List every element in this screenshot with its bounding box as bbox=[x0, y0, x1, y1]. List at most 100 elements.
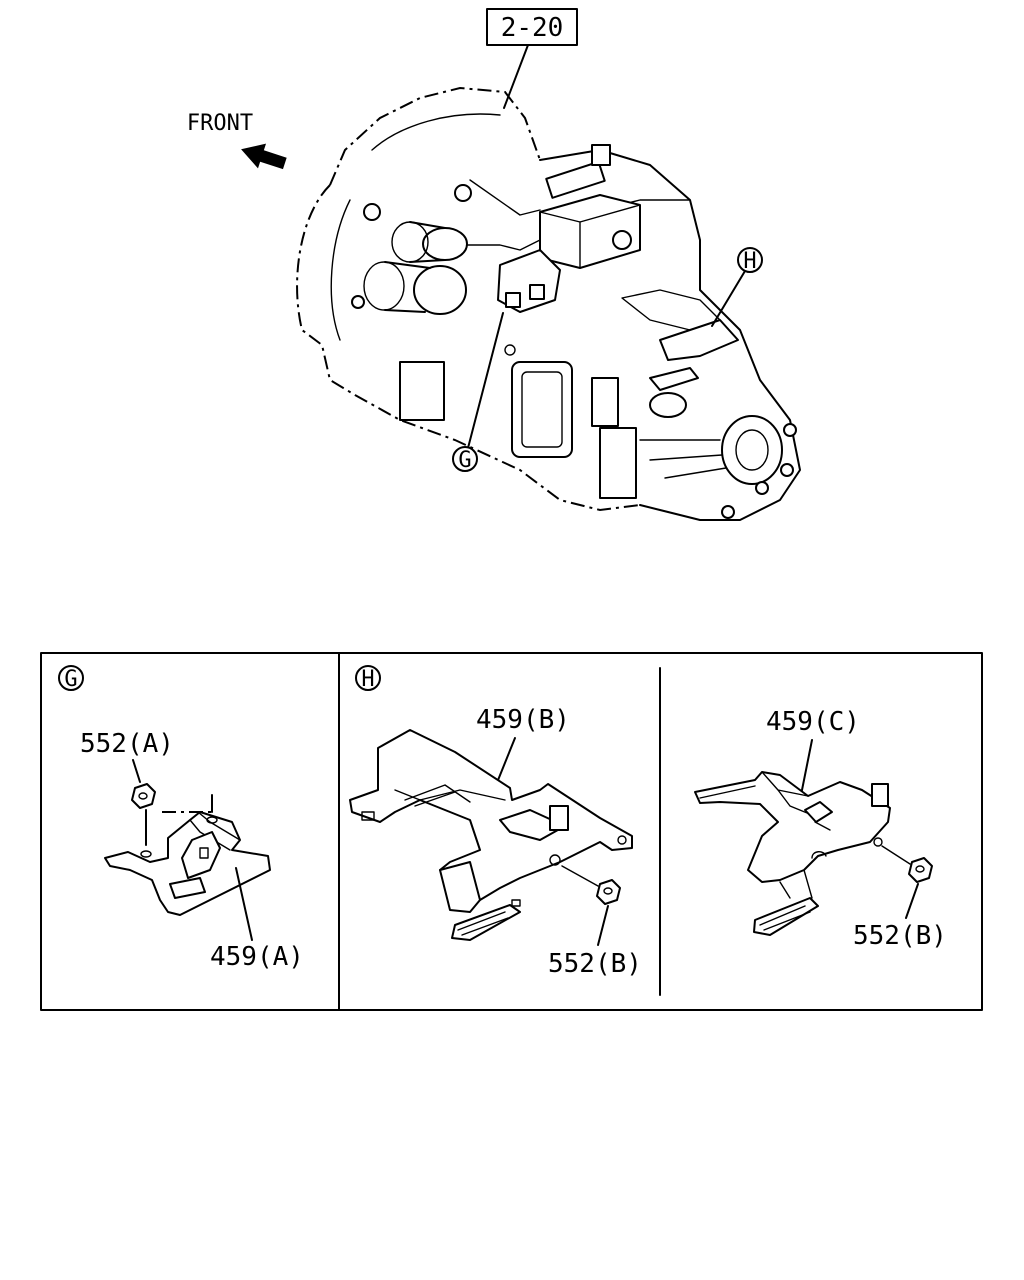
detail-h-circle-label: H bbox=[361, 667, 374, 692]
bell-inner-arc bbox=[371, 113, 501, 151]
bracket-459a-hole bbox=[140, 850, 152, 858]
detail-frame bbox=[40, 652, 983, 1011]
main-case-outline bbox=[539, 149, 801, 521]
nut-552b-right-hole bbox=[915, 865, 925, 873]
bracket-459a-label: 459(A) bbox=[210, 942, 304, 972]
output-flange-hub bbox=[735, 429, 769, 471]
side-block bbox=[399, 361, 445, 421]
rear-ribs bbox=[639, 439, 727, 479]
callout-g-leader bbox=[467, 312, 504, 449]
cylinder-top-end bbox=[422, 227, 468, 261]
nut-552b-right-leader bbox=[905, 883, 919, 919]
small-boss bbox=[504, 344, 516, 356]
connector-g2 bbox=[529, 284, 545, 300]
bracket-459b bbox=[349, 729, 633, 901]
flange-bolt-2 bbox=[780, 463, 794, 477]
bracket-459b-hole bbox=[617, 835, 627, 845]
callout-h-leader bbox=[711, 270, 746, 327]
cylinder-mid-base bbox=[363, 261, 405, 311]
bracket-459c-fold bbox=[761, 771, 813, 816]
front-arrow-icon bbox=[241, 143, 287, 170]
bracket-459a-leader bbox=[235, 867, 253, 941]
bracket-459c bbox=[694, 771, 891, 883]
bracket-459c-leader bbox=[799, 739, 813, 801]
bracket-459b-clip bbox=[549, 805, 569, 831]
flange-bolt-3 bbox=[755, 481, 769, 495]
ref-leader bbox=[503, 44, 529, 109]
bracket-459c-label: 459(C) bbox=[766, 707, 860, 737]
ref-box-label: 2-20 bbox=[501, 13, 564, 43]
bracket-459c-clip bbox=[871, 783, 889, 807]
side-cover bbox=[511, 361, 573, 458]
boss-lower-left bbox=[351, 295, 365, 309]
callout-h-circle bbox=[737, 247, 763, 273]
bracket-h-lower bbox=[649, 367, 699, 391]
bracket-459a-fold bbox=[189, 811, 241, 851]
bracket-459b-small-slot bbox=[511, 899, 521, 907]
bracket-459b-platform bbox=[499, 809, 566, 841]
side-cover-inner bbox=[521, 371, 563, 448]
cylinder-mid-end bbox=[413, 265, 467, 315]
bell-housing-outline bbox=[296, 184, 641, 512]
bracket-459c-arm bbox=[699, 785, 756, 799]
nut-552b-left-hole bbox=[603, 887, 613, 895]
nut-552b-left-leader bbox=[597, 905, 609, 946]
output-flange bbox=[721, 415, 783, 485]
detail-h-circle bbox=[355, 665, 381, 691]
cylinder-mid-body bbox=[384, 261, 431, 313]
bracket-459c-foot-hatch bbox=[759, 905, 811, 931]
shift-knob-stub bbox=[591, 144, 611, 166]
bell-inner-line bbox=[330, 199, 351, 341]
callout-g-circle bbox=[452, 446, 478, 472]
detail-g-circle-label: G bbox=[64, 667, 77, 692]
bracket-h-location bbox=[659, 319, 739, 361]
shift-rod bbox=[545, 160, 606, 199]
bracket-459b-fold1 bbox=[394, 789, 506, 801]
bracket-459b-slot bbox=[361, 811, 375, 821]
connector-g bbox=[505, 292, 521, 308]
bracket-459b-bolt-hole bbox=[549, 854, 561, 866]
bracket-459a-slot bbox=[199, 847, 209, 859]
flange-bolt-4 bbox=[721, 505, 735, 519]
flange-bolt-1 bbox=[783, 423, 797, 437]
nut-552b-right-axis bbox=[881, 845, 911, 865]
rear-block-upper bbox=[591, 377, 619, 427]
nut-552b-right-label: 552(B) bbox=[853, 921, 947, 951]
nut-552b-left-axis bbox=[561, 865, 599, 887]
transmission-assembly: 2-20 FRONT bbox=[187, 8, 801, 521]
bracket-459b-tab bbox=[451, 904, 521, 941]
bracket-459c-legs bbox=[779, 869, 813, 899]
ref-box bbox=[486, 8, 578, 46]
callout-g-label: G bbox=[458, 448, 471, 473]
nut-552b-right-icon bbox=[908, 857, 933, 883]
bracket-459c-tab-edge bbox=[814, 821, 831, 831]
bell-housing-top bbox=[329, 86, 541, 186]
switch-plug bbox=[612, 230, 632, 250]
bracket-459b-foot bbox=[439, 861, 481, 913]
boss-upper-left bbox=[363, 203, 381, 221]
nut-552a-label: 552(A) bbox=[80, 729, 174, 759]
cylinder-top-base bbox=[391, 221, 429, 263]
bracket-459a-clip bbox=[181, 831, 221, 879]
bracket-459a-tab bbox=[169, 877, 206, 899]
bracket-459a-hole2 bbox=[206, 816, 218, 824]
bracket-459b-tab-hatch bbox=[457, 911, 509, 936]
bracket-459c-notch bbox=[811, 851, 827, 859]
rear-block-lower bbox=[599, 427, 637, 499]
detail-g-circle bbox=[58, 665, 84, 691]
bracket-459c-hole bbox=[873, 837, 883, 847]
detail-h-left: H 459(B) 552(B) bbox=[349, 665, 642, 979]
detail-g: G 552(A) 459(A) bbox=[58, 665, 304, 972]
detail-h-right: 459(C) 552(B) bbox=[694, 707, 947, 951]
front-label: FRONT bbox=[187, 111, 253, 136]
shifter-edges bbox=[539, 204, 641, 269]
case-seam bbox=[469, 179, 541, 216]
rear-sensor bbox=[649, 392, 687, 418]
nut-552a-hole bbox=[138, 792, 148, 800]
detail-panels bbox=[40, 652, 983, 1011]
bracket-459b-label: 459(B) bbox=[476, 705, 570, 735]
nut-552a-leader bbox=[132, 759, 141, 783]
callout-h-label: H bbox=[743, 249, 756, 274]
nut-552b-left-label: 552(B) bbox=[548, 949, 642, 979]
